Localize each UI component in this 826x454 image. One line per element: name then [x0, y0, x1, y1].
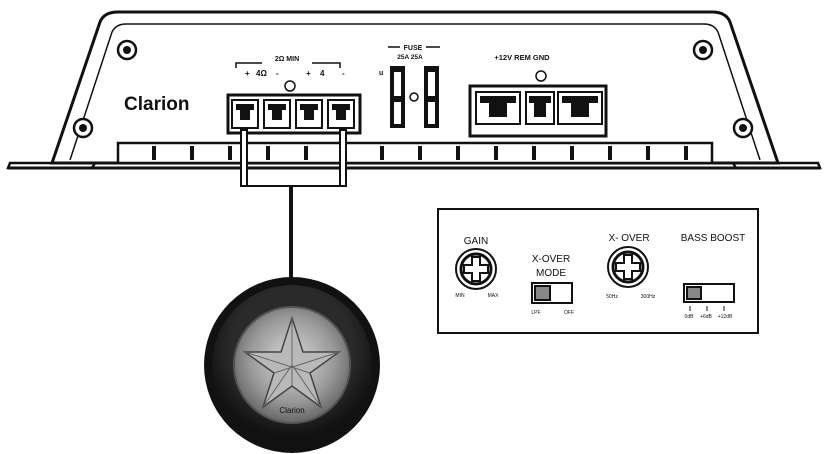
gain-knob[interactable] — [455, 248, 497, 290]
amplifier: Clarion 2Ω MIN + 4Ω - + 4 - FUSE — [6, 10, 822, 170]
bass-boost-opt3-label: +12dB — [718, 314, 733, 320]
heatsink-fins — [116, 141, 714, 165]
terminal-minus-left: - — [276, 69, 279, 78]
terminal-minus-right: - — [342, 69, 345, 78]
power-terminal-label: +12V REM GND — [494, 53, 550, 62]
xover-mode-title-line1: X-OVER — [532, 254, 570, 265]
subwoofer-brand-logo: Clarion — [279, 406, 304, 415]
xover-mode-right-label: OFF — [564, 310, 574, 316]
xover-knob[interactable] — [607, 246, 649, 288]
gain-title: GAIN — [464, 236, 488, 247]
power-terminal-block[interactable]: +12V REM GND — [468, 53, 608, 138]
fuse-icon — [390, 66, 405, 128]
terminal-bracket — [235, 62, 341, 68]
fuse-side-label: u — [379, 70, 383, 77]
amplifier-brand-logo: Clarion — [124, 94, 189, 115]
bass-boost-title: BASS BOOST — [681, 233, 745, 244]
speaker-wire — [240, 129, 347, 292]
power-terminal-screw-icon — [480, 96, 598, 117]
terminal-screw-icon — [236, 104, 350, 120]
fuse-icon — [424, 66, 439, 128]
power-center-screw-icon — [535, 70, 547, 82]
xover-low-label: 50Hz — [606, 294, 618, 300]
bass-boost-switch[interactable] — [683, 283, 735, 311]
control-panel: GAIN MIN MAX X-OVER MODE LPF OFF X- OVER… — [437, 208, 759, 334]
terminal-plus-left: + — [245, 69, 250, 78]
speaker-terminal-title: 2Ω MIN — [275, 56, 299, 63]
terminal-bridge-label: 4Ω — [256, 69, 267, 78]
fuse-title: FUSE — [404, 45, 423, 52]
fuse-screw-icon — [409, 92, 419, 102]
xover-high-label: 300Hz — [641, 294, 656, 300]
xover-mode-title-line2: MODE — [536, 268, 566, 279]
speaker-terminal-block[interactable]: 2Ω MIN + 4Ω - + 4 - — [226, 56, 362, 135]
fuse-block: FUSE 25A 25A u — [379, 45, 440, 128]
xover-mode-left-label: LPF — [531, 310, 540, 316]
xover-mode-switch[interactable] — [531, 282, 573, 304]
fuse-ratings: 25A 25A — [397, 54, 423, 61]
bass-boost-opt1-label: 0dB — [685, 314, 695, 320]
terminal-plus-right: + — [306, 69, 311, 78]
gain-min-label: MIN — [455, 293, 465, 299]
bass-boost-opt2-label: +6dB — [700, 314, 712, 320]
gain-max-label: MAX — [488, 293, 500, 299]
terminal-ch4-label: 4 — [320, 69, 325, 78]
terminal-center-screw-icon — [284, 80, 296, 92]
mounting-screw-icon — [72, 39, 754, 139]
subwoofer: Clarion — [204, 277, 380, 453]
amplifier-inner-edge — [69, 23, 761, 161]
xover-title: X- OVER — [608, 233, 649, 244]
amplifier-body — [49, 10, 781, 165]
